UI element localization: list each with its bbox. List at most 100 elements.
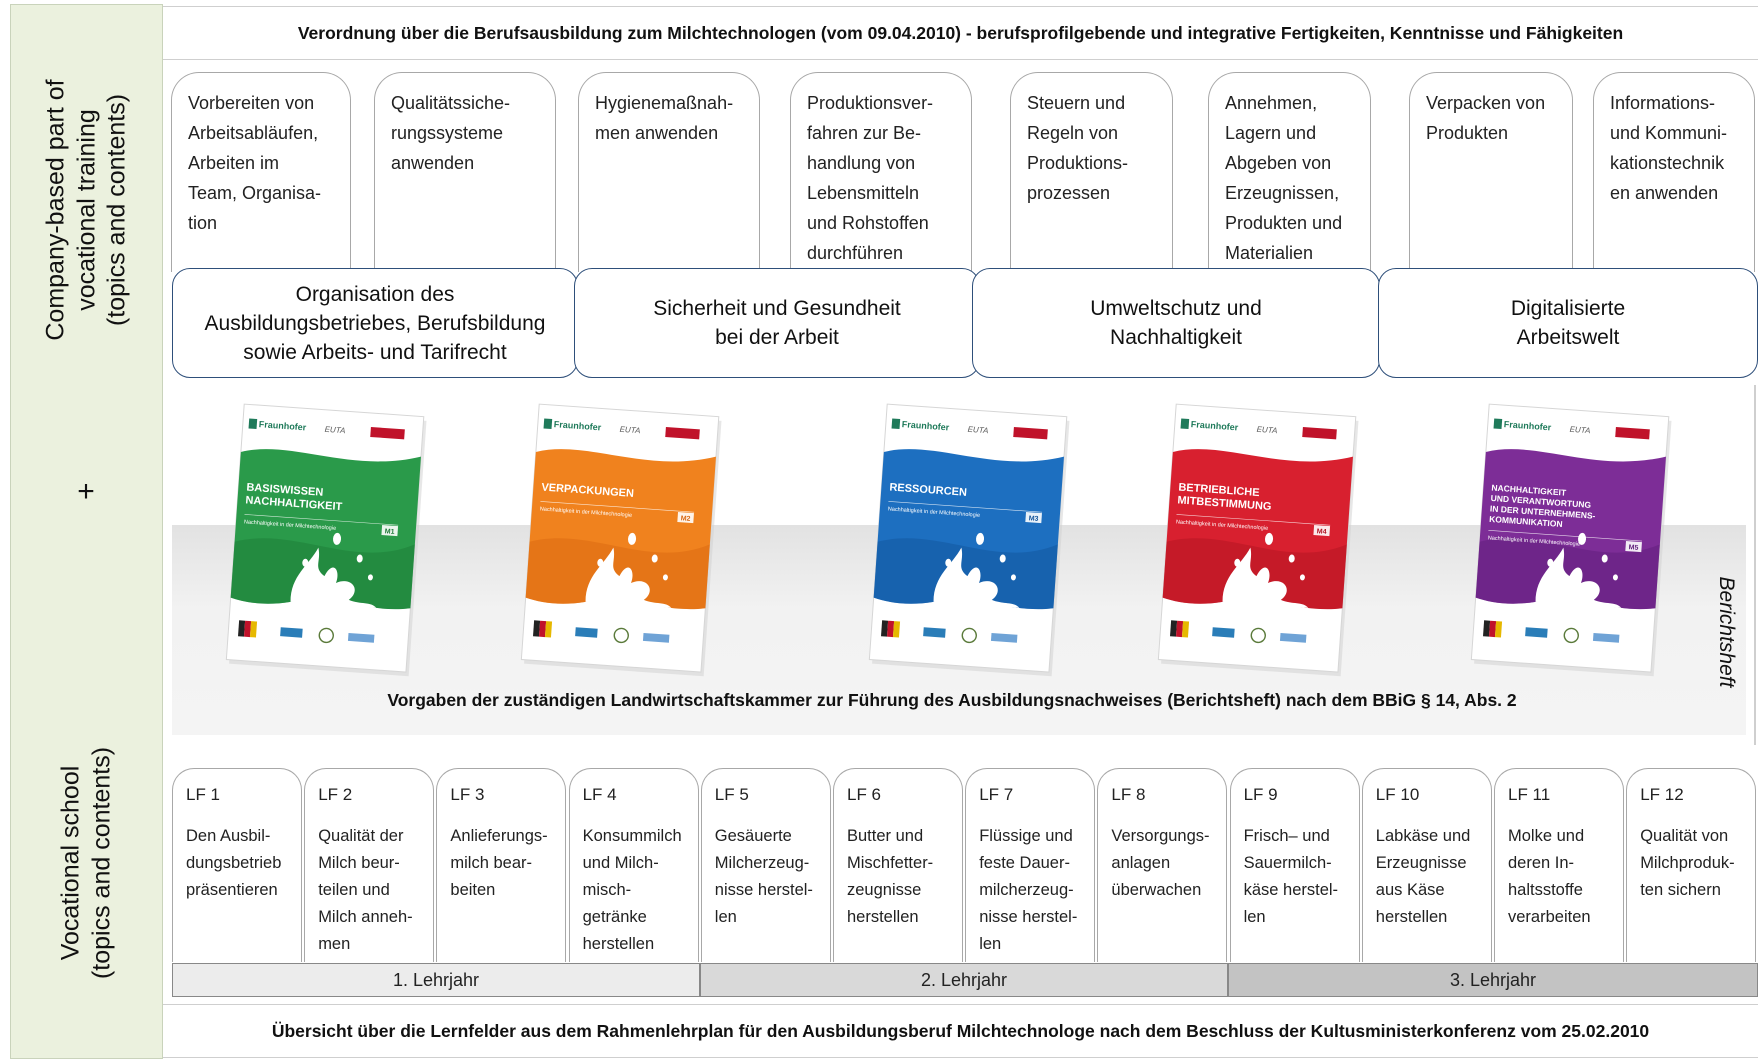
partner-logo: EUTA [324, 425, 345, 435]
partner-logo: EUTA [1256, 425, 1277, 435]
booklet-title: BASISWISSEN [246, 481, 324, 498]
fraunhofer-logo: Fraunhofer [554, 419, 603, 432]
fraunhofer-logo: Fraunhofer [902, 419, 951, 432]
year-bar-1: 1. Lehrjahr [172, 963, 700, 997]
skill-card: Produktionsver- fahren zur Be- handlung … [790, 72, 972, 272]
theme-box-digital: Digitalisierte Arbeitswelt [1378, 268, 1758, 378]
learning-field-card: LF 4 Konsummilch und Milch- misch- geträn… [568, 768, 699, 962]
vocational-school-label: Vocational school (topics and contents) [56, 747, 117, 979]
module-number: M3 [1028, 515, 1038, 523]
learning-field-card: LF 11 Molke und deren In- haltsstoffe ver… [1494, 768, 1624, 962]
learning-field-card: LF 8 Versorgungs- anlagen überwachen [1097, 768, 1228, 962]
skill-card: Informations- und Kommuni- kationstechni… [1593, 72, 1755, 272]
learning-field-title: Butter und Mischfetter- zeugnisse herste… [847, 827, 934, 926]
fraunhofer-logo: Fraunhofer [1191, 419, 1240, 432]
learning-field-title: Versorgungs- anlagen überwachen [1111, 827, 1210, 899]
skill-card: Steuern und Regeln von Produktions- proz… [1010, 72, 1173, 272]
fraunhofer-logo: Fraunhofer [1504, 419, 1553, 432]
partner-logo: EUTA [967, 425, 988, 435]
learning-field-code: LF 3 [450, 785, 485, 804]
module-number: M4 [1317, 528, 1327, 536]
divider-line [1754, 385, 1756, 745]
sponsor-logos [238, 620, 375, 644]
learning-field-title: Frisch– und Sauermilch- käse herstel- le… [1243, 827, 1339, 926]
learning-field-title: Den Ausbil- dungsbetrieb präsentieren [186, 827, 282, 899]
learning-field-title: Qualität der Milch beur- teilen und Milc… [318, 827, 413, 953]
skill-card: Qualitätssiche- rungssysteme anwenden [374, 72, 556, 272]
learning-field-title: Labkäse und Erzeugnisse aus Käse herstel… [1375, 827, 1471, 926]
milk-splash-icon [1535, 532, 1622, 608]
record-book-requirements: Vorgaben der zuständigen Landwirtschafts… [387, 690, 1517, 710]
learning-field-title: Qualität von Milchproduk- ten sichern [1640, 827, 1735, 899]
learning-field-code: LF 12 [1640, 785, 1684, 804]
partner-logo: EUTA [1569, 425, 1590, 435]
company-label-line-2: vocational training [71, 109, 100, 311]
skill-card: Vorbereiten von Arbeitsabläufen, Arbeite… [171, 72, 351, 272]
milk-splash-icon [1222, 532, 1309, 608]
module-number: M1 [385, 528, 395, 536]
booklet-title: BETRIEBLICHE [1178, 481, 1260, 499]
learning-field-code: LF 9 [1243, 785, 1278, 804]
learning-field-title: Konsummilch und Milch- misch- getränke h… [582, 827, 682, 953]
sponsor-logos [533, 620, 670, 644]
learning-field-title: Gesäuerte Milcherzeug- nisse herstel- le… [714, 827, 813, 926]
module-number: M2 [680, 515, 690, 523]
theme-box-safety: Sicherheit und Gesundheit bei der Arbeit [574, 268, 980, 378]
learning-field-code: LF 2 [318, 785, 353, 804]
skill-card: Annehmen, Lagern und Abgeben von Erzeugn… [1208, 72, 1371, 272]
sponsor-logos [1483, 620, 1620, 644]
learning-field-code: LF 5 [714, 785, 749, 804]
milk-splash-icon [933, 532, 1020, 608]
module-number: M5 [1628, 544, 1638, 552]
school-label-line-1: Vocational school [56, 765, 85, 961]
learning-field-card: LF 10 Labkäse und Erzeugnisse aus Käse he… [1361, 768, 1492, 962]
learning-field-title: Flüssige und feste Dauer- milcherzeug- n… [979, 827, 1078, 953]
learning-field-card: LF 2 Qualität der Milch beur- teilen und … [304, 768, 435, 962]
company-based-label: Company-based part of vocational trainin… [40, 79, 132, 340]
learning-field-code: LF 7 [979, 785, 1014, 804]
learning-field-code: LF 10 [1375, 785, 1420, 804]
learning-field-card: LF 9 Frisch– und Sauermilch- käse herstel… [1229, 768, 1360, 962]
year-bar-3: 3. Lehrjahr [1228, 963, 1758, 997]
learning-field-code: LF 11 [1508, 785, 1551, 804]
curriculum-banner: Übersicht über die Lernfelder aus dem Ra… [163, 1004, 1758, 1058]
school-label-line-2: (topics and contents) [87, 746, 115, 980]
learning-field-card: LF 5 Gesäuerte Milcherzeug- nisse herstel… [700, 768, 831, 962]
sponsor-logos [1170, 620, 1307, 644]
fraunhofer-logo: Fraunhofer [259, 419, 308, 432]
partner-logo: EUTA [619, 425, 640, 435]
learning-field-card: LF 7 Flüssige und feste Dauer- milcherzeu… [965, 768, 1096, 962]
milk-splash-icon [290, 532, 377, 608]
theme-box-organisation: Organisation des Ausbildungsbetriebes, B… [172, 268, 578, 378]
company-label-line-1: Company-based part of [41, 79, 70, 341]
skill-card: Verpacken von Produkten [1409, 72, 1573, 272]
skill-card: Hygienemaßnah- men anwenden [578, 72, 760, 272]
regulation-banner: Verordnung über die Berufsausbildung zum… [163, 6, 1758, 60]
berichtsheft-label: Berichtsheft [1715, 576, 1738, 688]
left-label-column [10, 4, 163, 1059]
plus-sign: + [77, 475, 95, 508]
year-bar-2: 2. Lehrjahr [700, 963, 1228, 997]
learning-field-card: LF 3 Anlieferungs- milch bear- beiten [436, 768, 567, 962]
learning-field-card: LF 12 Qualität von Milchproduk- ten siche… [1626, 768, 1757, 962]
company-label-line-3: (topics and contents) [102, 93, 131, 327]
booklet-title: RESSOURCEN [889, 481, 967, 498]
learning-field-card: LF 1 Den Ausbil- dungsbetrieb präsentiere… [172, 768, 302, 962]
learning-field-code: LF 8 [1111, 785, 1146, 804]
learning-field-title: Anlieferungs- milch bear- beiten [450, 827, 548, 899]
learning-field-code: LF 1 [186, 785, 221, 804]
learning-field-code: LF 4 [582, 785, 617, 804]
learning-field-title: Molke und deren In- haltsstoffe verarbei… [1508, 827, 1591, 926]
sponsor-logos [881, 620, 1018, 644]
